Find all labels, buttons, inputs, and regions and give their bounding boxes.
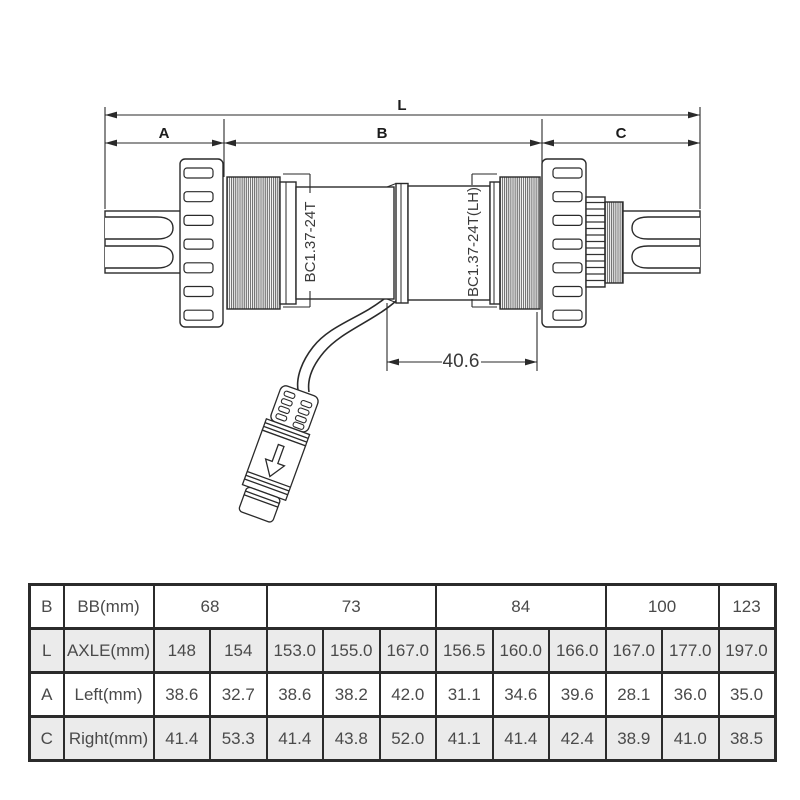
dim-label-A: A bbox=[159, 125, 170, 142]
table-row-bb: B BB(mm) 68 73 84 100 123 bbox=[28, 583, 776, 630]
col-group-header: 84 bbox=[435, 583, 607, 630]
right-thread-label: BC1.37-24T(LH) bbox=[465, 187, 482, 297]
right-axle-end bbox=[622, 210, 701, 274]
table-cell: 52.0 bbox=[378, 715, 437, 762]
cable-connector bbox=[238, 385, 319, 523]
table-cell: 34.6 bbox=[491, 671, 550, 718]
shell-step-ring bbox=[395, 182, 409, 304]
table-cell: 160.0 bbox=[491, 627, 550, 674]
row-key: L bbox=[28, 627, 65, 674]
table-cell: 39.6 bbox=[548, 671, 607, 718]
table-cell: 167.0 bbox=[604, 627, 663, 674]
left-collar bbox=[279, 181, 297, 305]
col-group-header: 100 bbox=[604, 583, 720, 630]
row-key: A bbox=[28, 671, 65, 718]
table-cell: 36.0 bbox=[661, 671, 720, 718]
right-thread bbox=[499, 176, 541, 310]
bottom-bracket-diagram: L A B C bbox=[104, 97, 701, 523]
table-cell: 38.5 bbox=[717, 715, 776, 762]
spec-table-wrap: B BB(mm) 68 73 84 100 123 L AXLE(mm) 148… bbox=[28, 583, 777, 762]
right-collar bbox=[489, 181, 501, 305]
table-cell: 41.4 bbox=[491, 715, 550, 762]
technical-drawing: L A B C bbox=[104, 97, 701, 523]
thread-callout-labels: BC1.37-24T BC1.37-24T(LH) bbox=[302, 187, 482, 297]
table-cell: 41.4 bbox=[152, 715, 211, 762]
table-cell: 156.5 bbox=[435, 627, 494, 674]
table-cell: 28.1 bbox=[604, 671, 663, 718]
table-cell: 35.0 bbox=[717, 671, 776, 718]
table-row-right: C Right(mm) 41.4 53.3 41.4 43.8 52.0 41.… bbox=[28, 715, 776, 762]
col-group-header: 68 bbox=[152, 583, 268, 630]
left-cup bbox=[179, 158, 224, 328]
shell-right bbox=[407, 185, 491, 301]
gear-ring bbox=[585, 196, 606, 288]
table-row-left: A Left(mm) 38.6 32.7 38.6 38.2 42.0 31.1… bbox=[28, 671, 776, 718]
table-cell: 32.7 bbox=[209, 671, 268, 718]
dimension-labels: L A B C bbox=[159, 97, 627, 142]
sensor-cable bbox=[296, 298, 397, 393]
spec-table: B BB(mm) 68 73 84 100 123 L AXLE(mm) 148… bbox=[28, 583, 777, 762]
table-cell: 197.0 bbox=[717, 627, 776, 674]
table-cell: 155.0 bbox=[322, 627, 381, 674]
dim-label-L: L bbox=[397, 97, 406, 114]
row-label: AXLE(mm) bbox=[62, 627, 155, 674]
table-cell: 53.3 bbox=[209, 715, 268, 762]
table-cell: 41.0 bbox=[661, 715, 720, 762]
table-cell: 42.0 bbox=[378, 671, 437, 718]
row-key: B bbox=[28, 583, 65, 630]
table-cell: 167.0 bbox=[378, 627, 437, 674]
shell-left bbox=[295, 186, 395, 300]
col-group-header: 73 bbox=[265, 583, 437, 630]
width-dimension-arrows bbox=[387, 358, 537, 366]
left-axle-end bbox=[104, 210, 183, 274]
table-cell: 42.4 bbox=[548, 715, 607, 762]
dimension-arrows bbox=[105, 111, 700, 147]
table-cell: 43.8 bbox=[322, 715, 381, 762]
table-cell: 166.0 bbox=[548, 627, 607, 674]
left-thread bbox=[226, 176, 281, 310]
col-group-header: 123 bbox=[717, 583, 776, 630]
bb-axle-drawing bbox=[104, 158, 701, 328]
dimension-lines bbox=[104, 107, 701, 209]
table-cell: 41.4 bbox=[265, 715, 324, 762]
table-cell: 38.6 bbox=[265, 671, 324, 718]
table-cell: 38.9 bbox=[604, 715, 663, 762]
direction-arrow-icon bbox=[264, 443, 286, 478]
dim-label-B: B bbox=[377, 125, 388, 142]
table-cell: 41.1 bbox=[435, 715, 494, 762]
row-label: Right(mm) bbox=[62, 715, 155, 762]
table-row-axle: L AXLE(mm) 148 154 153.0 155.0 167.0 156… bbox=[28, 627, 776, 674]
table-cell: 177.0 bbox=[661, 627, 720, 674]
right-cup bbox=[541, 158, 587, 328]
table-cell: 31.1 bbox=[435, 671, 494, 718]
left-thread-label: BC1.37-24T bbox=[302, 202, 319, 283]
table-cell: 148 bbox=[152, 627, 211, 674]
width-dimension-label: 40.6 bbox=[443, 351, 480, 372]
table-cell: 154 bbox=[209, 627, 268, 674]
row-key: C bbox=[28, 715, 65, 762]
knurled-ring bbox=[604, 201, 624, 284]
connector-grip-slots bbox=[275, 390, 313, 430]
table-cell: 38.2 bbox=[322, 671, 381, 718]
row-label: BB(mm) bbox=[62, 583, 155, 630]
table-cell: 153.0 bbox=[265, 627, 324, 674]
table-cell: 38.6 bbox=[152, 671, 211, 718]
dim-label-C: C bbox=[616, 125, 627, 142]
row-label: Left(mm) bbox=[62, 671, 155, 718]
thread-callouts bbox=[283, 173, 497, 308]
